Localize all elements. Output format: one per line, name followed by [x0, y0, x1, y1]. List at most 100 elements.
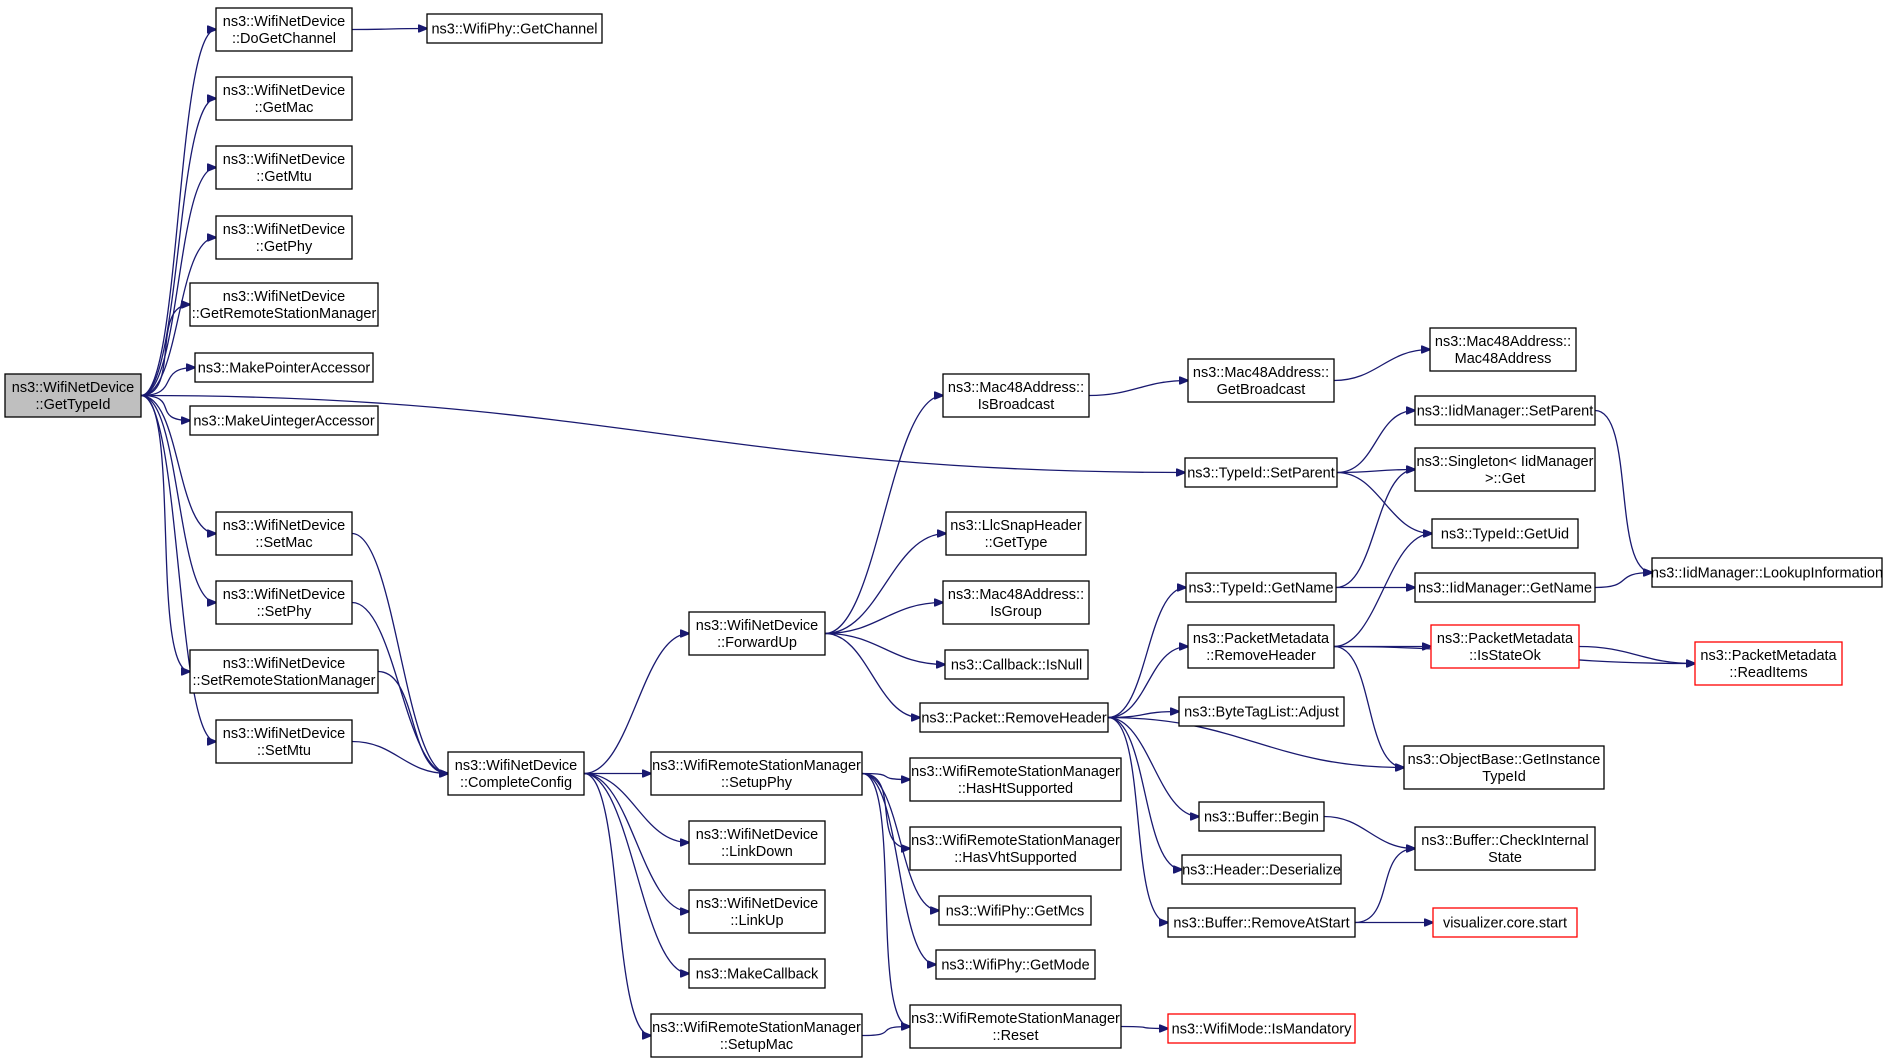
node-box[interactable]	[1414, 447, 1596, 492]
node-singletonGet[interactable]: ns3::Singleton< IidManager>::Get	[1414, 447, 1596, 492]
node-box[interactable]	[215, 145, 353, 190]
node-tidGetName[interactable]: ns3::TypeId::GetName	[1185, 572, 1337, 603]
node-getMac[interactable]: ns3::WifiNetDevice::GetMac	[215, 76, 353, 121]
node-box[interactable]	[909, 826, 1122, 871]
node-pktRemoveHeader[interactable]: ns3::Packet::RemoveHeader	[919, 702, 1109, 733]
node-box[interactable]	[1198, 801, 1325, 832]
node-getRsm[interactable]: ns3::WifiNetDevice::GetRemoteStationMana…	[189, 282, 379, 327]
node-box[interactable]	[1187, 624, 1335, 669]
node-box[interactable]	[1178, 696, 1345, 727]
node-rsmSetupPhy[interactable]: ns3::WifiRemoteStationManager::SetupPhy	[650, 751, 863, 796]
node-box[interactable]	[189, 649, 379, 694]
node-vizStart[interactable]: visualizer.core.start	[1432, 907, 1578, 938]
node-setMac[interactable]: ns3::WifiNetDevice::SetMac	[215, 511, 353, 556]
node-box[interactable]	[688, 889, 826, 934]
node-getPhy[interactable]: ns3::WifiNetDevice::GetPhy	[215, 215, 353, 260]
node-box[interactable]	[1414, 826, 1596, 871]
node-box[interactable]	[1431, 518, 1579, 549]
node-bufBegin[interactable]: ns3::Buffer::Begin	[1198, 801, 1325, 832]
node-hasHt[interactable]: ns3::WifiRemoteStationManager::HasHtSupp…	[909, 757, 1122, 802]
node-box[interactable]	[1185, 572, 1337, 603]
node-box[interactable]	[1403, 745, 1605, 790]
node-makeUintAcc[interactable]: ns3::MakeUintegerAccessor	[189, 405, 379, 436]
node-iidSetParent[interactable]: ns3::IidManager::SetParent	[1414, 395, 1596, 426]
node-setRsm[interactable]: ns3::WifiNetDevice::SetRemoteStationMana…	[189, 649, 379, 694]
node-llcGetType[interactable]: ns3::LlcSnapHeader::GetType	[945, 511, 1087, 556]
node-bufRemoveAtStart[interactable]: ns3::Buffer::RemoveAtStart	[1167, 907, 1356, 938]
node-box[interactable]	[4, 373, 142, 418]
node-box[interactable]	[942, 580, 1090, 625]
node-btlAdjust[interactable]: ns3::ByteTagList::Adjust	[1178, 696, 1345, 727]
node-box[interactable]	[189, 405, 379, 436]
node-box[interactable]	[1181, 854, 1342, 885]
node-makeCallback[interactable]: ns3::MakeCallback	[688, 958, 826, 989]
node-box[interactable]	[215, 7, 353, 52]
node-getMode[interactable]: ns3::WifiPhy::GetMode	[935, 949, 1096, 980]
node-hasVht[interactable]: ns3::WifiRemoteStationManager::HasVhtSup…	[909, 826, 1122, 871]
node-isGroup[interactable]: ns3::Mac48Address::IsGroup	[942, 580, 1090, 625]
node-tidGetUid[interactable]: ns3::TypeId::GetUid	[1431, 518, 1579, 549]
node-mac48Ctor[interactable]: ns3::Mac48Address::Mac48Address	[1429, 327, 1577, 372]
node-linkUp[interactable]: ns3::WifiNetDevice::LinkUp	[688, 889, 826, 934]
node-box[interactable]	[944, 649, 1089, 680]
node-setMtu[interactable]: ns3::WifiNetDevice::SetMtu	[215, 719, 353, 764]
node-box[interactable]	[1167, 1013, 1356, 1044]
node-box[interactable]	[688, 820, 826, 865]
node-isBroadcast[interactable]: ns3::Mac48Address::IsBroadcast	[942, 373, 1090, 418]
node-getTypeId[interactable]: ns3::WifiNetDevice::GetTypeId	[4, 373, 142, 418]
node-box[interactable]	[919, 702, 1109, 733]
node-hdrDeserialize[interactable]: ns3::Header::Deserialize	[1181, 854, 1342, 885]
node-box[interactable]	[1651, 557, 1883, 588]
node-box[interactable]	[1414, 572, 1596, 603]
node-cbIsNull[interactable]: ns3::Callback::IsNull	[944, 649, 1089, 680]
node-getMtu[interactable]: ns3::WifiNetDevice::GetMtu	[215, 145, 353, 190]
node-box[interactable]	[194, 352, 374, 383]
node-box[interactable]	[1414, 395, 1596, 426]
node-box[interactable]	[945, 511, 1087, 556]
node-box[interactable]	[215, 511, 353, 556]
node-box[interactable]	[688, 958, 826, 989]
node-phyGetChannel[interactable]: ns3::WifiPhy::GetChannel	[426, 13, 603, 44]
node-box[interactable]	[215, 76, 353, 121]
node-getBroadcast[interactable]: ns3::Mac48Address::GetBroadcast	[1187, 358, 1335, 403]
node-pmReadItems[interactable]: ns3::PacketMetadata::ReadItems	[1694, 641, 1843, 686]
node-iidGetName[interactable]: ns3::IidManager::GetName	[1414, 572, 1596, 603]
node-forwardUp[interactable]: ns3::WifiNetDevice::ForwardUp	[688, 611, 826, 656]
node-rsmReset[interactable]: ns3::WifiRemoteStationManager::Reset	[909, 1004, 1122, 1049]
node-box[interactable]	[1694, 641, 1843, 686]
node-box[interactable]	[935, 949, 1096, 980]
node-box[interactable]	[1429, 327, 1577, 372]
node-isMandatory[interactable]: ns3::WifiMode::IsMandatory	[1167, 1013, 1356, 1044]
node-makePtrAcc[interactable]: ns3::MakePointerAccessor	[194, 352, 374, 383]
node-iidLookup[interactable]: ns3::IidManager::LookupInformation	[1651, 557, 1883, 588]
node-box[interactable]	[650, 751, 863, 796]
node-pmIsStateOk[interactable]: ns3::PacketMetadata::IsStateOk	[1430, 624, 1580, 669]
node-box[interactable]	[938, 895, 1092, 926]
node-box[interactable]	[650, 1013, 863, 1058]
node-box[interactable]	[1184, 457, 1338, 488]
node-setPhy[interactable]: ns3::WifiNetDevice::SetPhy	[215, 580, 353, 625]
node-box[interactable]	[189, 282, 379, 327]
node-box[interactable]	[426, 13, 603, 44]
node-rsmSetupMac[interactable]: ns3::WifiRemoteStationManager::SetupMac	[650, 1013, 863, 1058]
node-tidSetParent[interactable]: ns3::TypeId::SetParent	[1184, 457, 1338, 488]
node-box[interactable]	[1187, 358, 1335, 403]
node-box[interactable]	[942, 373, 1090, 418]
node-box[interactable]	[909, 757, 1122, 802]
node-box[interactable]	[1430, 624, 1580, 669]
node-completeConfig[interactable]: ns3::WifiNetDevice::CompleteConfig	[447, 751, 585, 796]
node-box[interactable]	[909, 1004, 1122, 1049]
node-box[interactable]	[688, 611, 826, 656]
node-box[interactable]	[215, 580, 353, 625]
node-pmRemoveHeader[interactable]: ns3::PacketMetadata::RemoveHeader	[1187, 624, 1335, 669]
node-getMcs[interactable]: ns3::WifiPhy::GetMcs	[938, 895, 1092, 926]
node-linkDown[interactable]: ns3::WifiNetDevice::LinkDown	[688, 820, 826, 865]
node-box[interactable]	[447, 751, 585, 796]
node-box[interactable]	[1167, 907, 1356, 938]
node-doGetChannel[interactable]: ns3::WifiNetDevice::DoGetChannel	[215, 7, 353, 52]
node-box[interactable]	[215, 215, 353, 260]
node-box[interactable]	[215, 719, 353, 764]
node-box[interactable]	[1432, 907, 1578, 938]
